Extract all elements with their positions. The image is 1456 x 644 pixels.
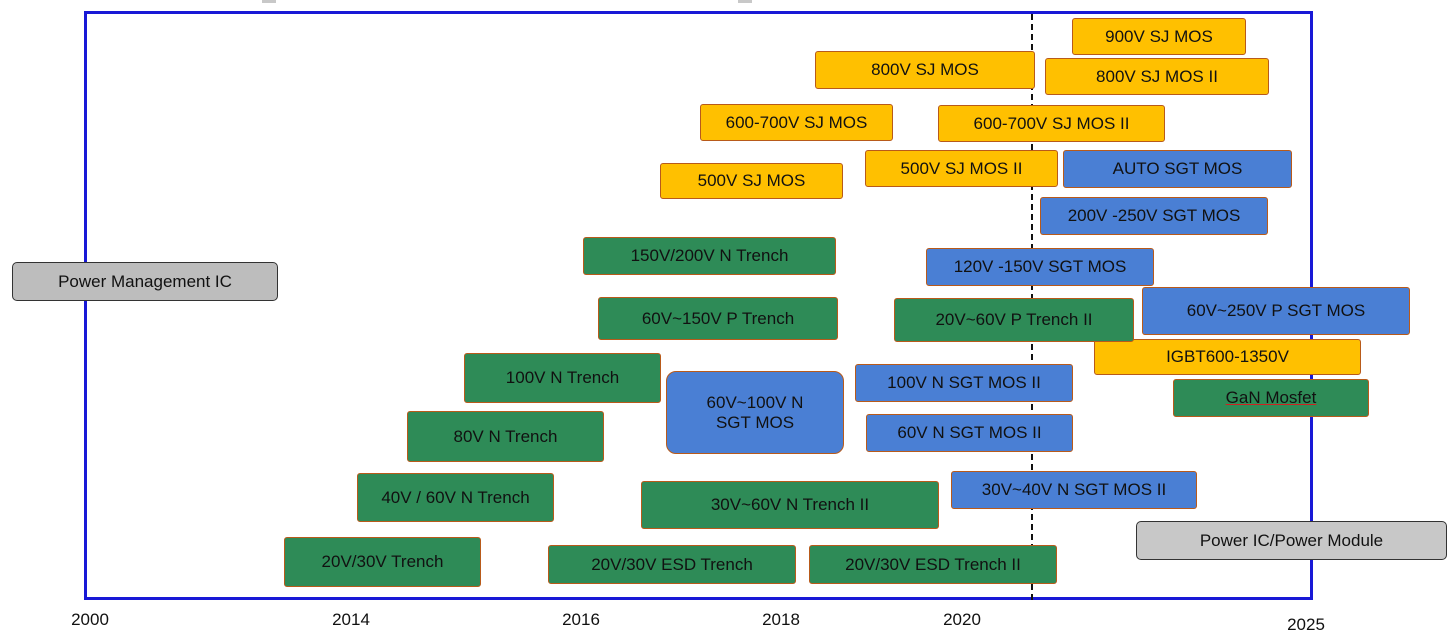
product-box-gan-mosfet: GaN Mosfet <box>1173 379 1369 417</box>
axis-tick-2020: 2020 <box>943 610 981 629</box>
product-box-200-250v-sgt-mos: 200V -250V SGT MOS <box>1040 197 1268 235</box>
product-box-60-150v-p-trench: 60V~150V P Trench <box>598 297 838 340</box>
top-deco-bar-left <box>262 0 276 3</box>
product-box-80v-n-trench: 80V N Trench <box>407 411 604 462</box>
product-box-500v-sj-mos: 500V SJ MOS <box>660 163 843 199</box>
product-box-600-700v-sj-mos: 600-700V SJ MOS <box>700 104 893 141</box>
top-deco-bar-right <box>738 0 752 3</box>
product-box-60v-n-sgt-mos-ii: 60V N SGT MOS II <box>866 414 1073 452</box>
product-box-20-60v-p-trench-ii: 20V~60V P Trench II <box>894 298 1134 342</box>
product-box-600-700v-sj-mos-ii: 600-700V SJ MOS II <box>938 105 1165 142</box>
product-box-100v-n-sgt-mos-ii: 100V N SGT MOS II <box>855 364 1073 402</box>
product-box-igbt: IGBT600-1350V <box>1094 339 1361 375</box>
power-management-ic-label: Power Management IC <box>12 262 278 301</box>
product-box-60-100v-n-sgt-mos: 60V~100V N SGT MOS <box>666 371 844 454</box>
product-box-30-40v-n-sgt-mos-ii: 30V~40V N SGT MOS II <box>951 471 1197 509</box>
product-box-500v-sj-mos-ii: 500V SJ MOS II <box>865 150 1058 187</box>
product-box-60-250v-p-sgt-mos: 60V~250V P SGT MOS <box>1142 287 1410 335</box>
product-box-20-30v-esd-trench-ii: 20V/30V ESD Trench II <box>809 545 1057 584</box>
power-ic-module-label: Power IC/Power Module <box>1136 521 1447 560</box>
product-box-20-30v-trench: 20V/30V Trench <box>284 537 481 587</box>
product-box-20-30v-esd-trench: 20V/30V ESD Trench <box>548 545 796 584</box>
product-box-30-60v-n-trench-ii: 30V~60V N Trench II <box>641 481 939 529</box>
product-box-150-200v-n-trench: 150V/200V N Trench <box>583 237 836 275</box>
product-box-800v-sj-mos: 800V SJ MOS <box>815 51 1035 89</box>
product-box-120-150v-sgt-mos: 120V -150V SGT MOS <box>926 248 1154 286</box>
product-box-auto-sgt-mos: AUTO SGT MOS <box>1063 150 1292 188</box>
product-box-100v-n-trench: 100V N Trench <box>464 353 661 403</box>
axis-tick-2025: 2025 <box>1287 615 1325 634</box>
axis-tick-2018: 2018 <box>762 610 800 629</box>
axis-tick-2014: 2014 <box>332 610 370 629</box>
axis-tick-2000: 2000 <box>71 610 109 629</box>
product-box-900v-sj-mos: 900V SJ MOS <box>1072 18 1246 55</box>
product-box-800v-sj-mos-ii: 800V SJ MOS II <box>1045 58 1269 95</box>
product-box-40-60v-n-trench: 40V / 60V N Trench <box>357 473 554 522</box>
axis-tick-2016: 2016 <box>562 610 600 629</box>
